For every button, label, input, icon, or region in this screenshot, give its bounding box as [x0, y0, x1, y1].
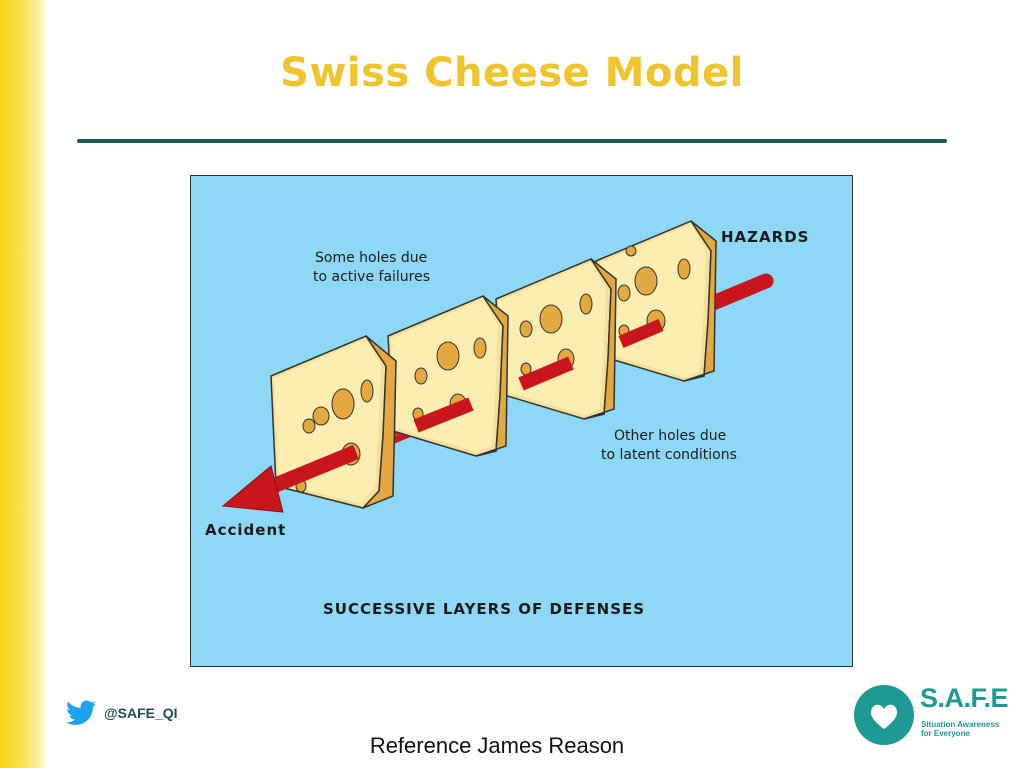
- latent-conditions-label-line1: Other holes due: [614, 428, 727, 444]
- hazards-label: HAZARDS: [721, 228, 810, 246]
- hazard-arrow-front: [221, 275, 769, 513]
- accident-label: Accident: [205, 521, 287, 539]
- cheese-slice-3: [495, 258, 617, 420]
- cheese-slice-2: [387, 295, 509, 457]
- reference-caption: Reference James Reason: [369, 733, 625, 758]
- side-accent-bar: [0, 0, 48, 768]
- slide-title: Swiss Cheese Model: [280, 50, 744, 96]
- defense-layers-label: SUCCESSIVE LAYERS OF DEFENSES: [323, 600, 646, 618]
- safe-logo-tagline: Situation Awareness for Everyone: [921, 720, 1000, 738]
- latent-conditions-label-line2: to latent conditions: [601, 447, 737, 463]
- title-divider: [77, 139, 947, 143]
- safe-logo-name: S.A.F.E: [920, 683, 1009, 713]
- active-failures-label-line2: to active failures: [313, 269, 431, 285]
- active-failures-label-line1: Some holes due: [315, 250, 428, 266]
- twitter-handle-block: @SAFE_QI: [66, 700, 178, 726]
- twitter-bird-icon: [66, 700, 96, 725]
- swiss-cheese-diagram: HAZARDS Some holes due to active failure…: [190, 175, 853, 667]
- twitter-handle-text: @SAFE_QI: [104, 705, 178, 721]
- cheese-slice-1: [270, 335, 397, 509]
- safe-heart-logo-icon: [854, 685, 914, 745]
- safe-logo: S.A.F.E Situation Awareness for Everyone: [852, 683, 1012, 747]
- cheese-illustration: [221, 220, 774, 513]
